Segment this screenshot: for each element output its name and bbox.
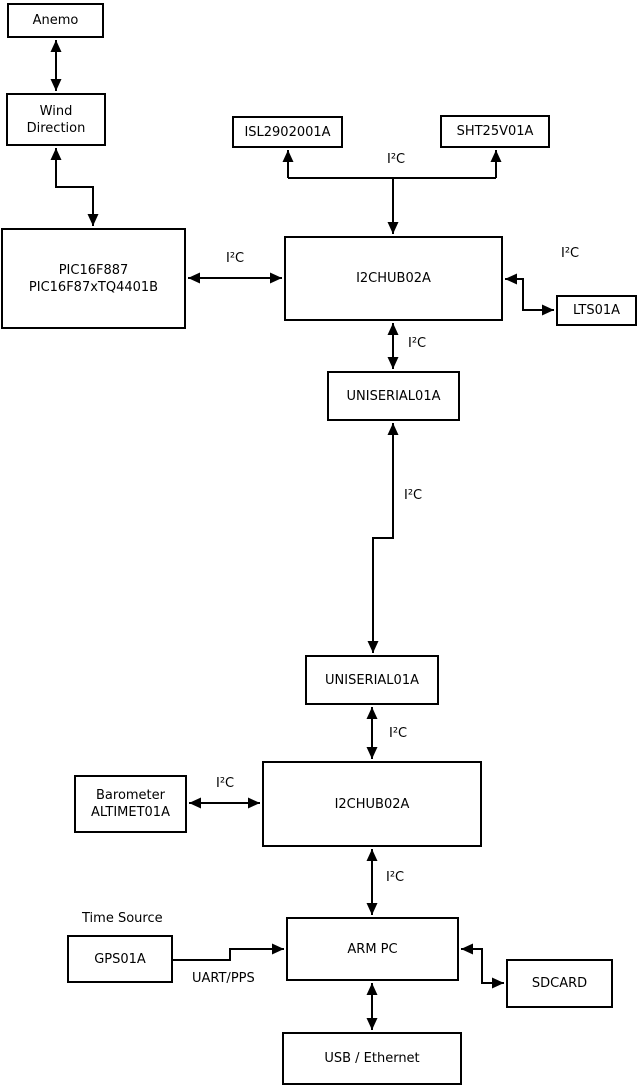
node-isl2902001a: ISL2902001A	[232, 116, 343, 148]
node-isl2902001a-label: ISL2902001A	[244, 124, 331, 140]
node-sdcard-label: SDCARD	[531, 976, 588, 991]
node-anemo: Anemo	[7, 3, 104, 38]
node-arm-pc: ARM PC	[286, 917, 459, 981]
node-anemo-label: Anemo	[32, 13, 79, 28]
label-i2c-long-link: I²C	[404, 488, 423, 503]
node-barometer-label-line1: Barometer	[96, 788, 165, 803]
edge-uniserial-uniserial	[367, 423, 399, 653]
node-uniserial01a-top-label: UNISERIAL01A	[346, 388, 441, 404]
label-i2c-barometer-hub2: I²C	[216, 776, 235, 791]
node-gps01a-label: GPS01A	[94, 951, 146, 967]
node-i2chub02a-top: I2CHUB02A	[284, 236, 503, 321]
label-time-source: Time Source	[82, 911, 163, 926]
label-i2c-hub-lts: I²C	[561, 246, 580, 261]
node-usb-ethernet-label: USB / Ethernet	[324, 1051, 420, 1066]
edge-armpc-sdcard	[461, 943, 504, 989]
node-sht25v01a: SHT25V01A	[440, 115, 550, 148]
node-pic16f887-label-line2: PIC16F87xTQ4401B	[28, 279, 159, 295]
node-sdcard: SDCARD	[506, 959, 613, 1008]
node-barometer-label-line2: ALTIMET01A	[91, 805, 170, 820]
node-pic16f887-label-line1: PIC16F887	[58, 262, 129, 278]
node-wind-direction-label-line2: Direction	[26, 120, 86, 136]
label-i2c-bus-sensors: I²C	[387, 152, 406, 167]
node-uniserial01a-top: UNISERIAL01A	[327, 371, 460, 421]
node-i2chub02a-top-label: I2CHUB02A	[356, 271, 431, 286]
node-i2chub02a-bottom-label: I2CHUB02A	[334, 796, 410, 812]
node-usb-ethernet: USB / Ethernet	[282, 1032, 462, 1085]
label-i2c-hub-uniserial: I²C	[408, 336, 427, 351]
node-barometer-altimet01a: Barometer ALTIMET01A	[74, 775, 187, 833]
node-lts01a-label: LTS01A	[572, 303, 621, 318]
edge-gps-armpc	[173, 943, 284, 961]
label-i2c-uniserial-hub2: I²C	[389, 726, 408, 741]
label-i2c-hub2-armpc: I²C	[386, 870, 405, 885]
node-wind-direction: Wind Direction	[6, 93, 106, 146]
node-arm-pc-label: ARM PC	[347, 941, 398, 957]
node-uniserial01a-bottom-label: UNISERIAL01A	[325, 672, 419, 688]
edge-winddirection-pic	[50, 148, 99, 226]
node-sht25v01a-label: SHT25V01A	[456, 124, 534, 139]
edge-i2chub-lts	[505, 273, 554, 316]
node-lts01a: LTS01A	[556, 295, 637, 326]
label-uart-pps: UART/PPS	[192, 971, 255, 986]
node-uniserial01a-bottom: UNISERIAL01A	[305, 655, 439, 705]
node-i2chub02a-bottom: I2CHUB02A	[262, 761, 482, 847]
node-pic16f887: PIC16F887 PIC16F87xTQ4401B	[1, 228, 186, 329]
node-wind-direction-label-line1: Wind	[39, 103, 73, 119]
label-i2c-pic-hub: I²C	[226, 251, 245, 266]
node-gps01a: GPS01A	[67, 935, 173, 983]
